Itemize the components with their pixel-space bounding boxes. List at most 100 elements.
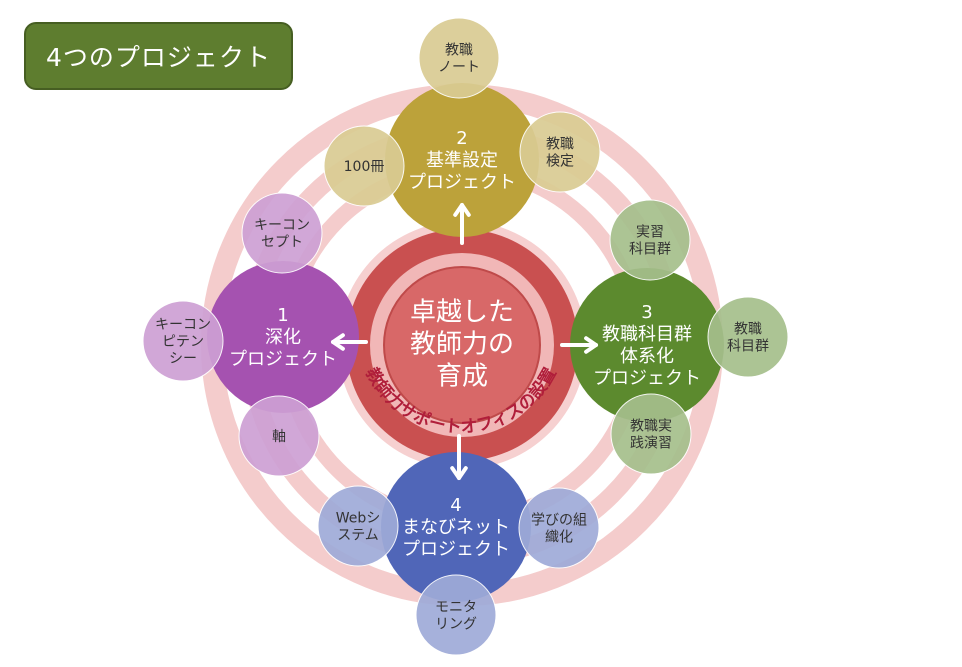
arrow <box>331 333 368 351</box>
satellite-circle <box>323 125 405 207</box>
satellite-label: 教職検定 <box>546 137 574 170</box>
arrow-head <box>450 466 468 480</box>
satellite: 教職ノート <box>418 17 500 99</box>
satellite: 教職科目群 <box>707 296 789 378</box>
project-label-line: 体系化 <box>620 346 674 367</box>
title-box: 4つのプロジェクト <box>24 22 293 90</box>
arrow <box>450 434 468 480</box>
satellite-circle <box>609 199 691 281</box>
project-label-line: まなびネット <box>402 517 510 538</box>
satellite: Webシステム <box>317 485 399 567</box>
project-number: 4 <box>450 495 461 516</box>
satellite-label-line: 教職 <box>546 137 574 153</box>
satellite-label-line: 学びの組 <box>531 513 587 529</box>
project-number: 1 <box>277 305 288 326</box>
satellite-label: 教職ノート <box>438 43 480 76</box>
project-number: 3 <box>641 302 652 323</box>
satellite: 100冊 <box>323 125 405 207</box>
satellite: キーコンセプト <box>241 192 323 274</box>
satellite-label-line: 実習 <box>636 225 664 241</box>
satellite-circle <box>610 393 692 475</box>
center-label-line: 育成 <box>436 361 488 391</box>
satellite-label: 軸 <box>272 429 286 445</box>
satellite-label-line: キーコン <box>254 218 310 234</box>
satellite-label-line: Webシ <box>336 511 381 527</box>
satellite-label-line: リング <box>435 617 477 633</box>
project-label-line: プロジェクト <box>408 172 516 193</box>
satellite-label-line: 軸 <box>272 429 286 445</box>
project-label-line: 深化 <box>265 327 301 348</box>
project-label-line: 教職科目群 <box>602 324 692 345</box>
satellite-circle <box>519 111 601 193</box>
satellite-circle <box>317 485 399 567</box>
satellite: 軸 <box>238 395 320 477</box>
project-circle <box>381 452 531 602</box>
satellite-label: 100冊 <box>344 159 385 175</box>
satellite-label-line: 科目群 <box>629 242 671 258</box>
satellite: 学びの組織化 <box>518 487 600 569</box>
satellite-label-line: 教職 <box>445 43 473 59</box>
satellite: キーコンピテンシー <box>142 300 224 382</box>
project-circle <box>207 261 359 413</box>
satellite-label-line: 践演習 <box>630 436 672 452</box>
project-label-line: プロジェクト <box>229 349 337 370</box>
satellite-label: 教職実践演習 <box>630 419 672 452</box>
arrow-head <box>331 333 345 351</box>
project-circle <box>385 83 539 237</box>
satellite: モニタリング <box>415 574 497 656</box>
project-label-line: プロジェクト <box>593 368 701 389</box>
project-label-line: プロジェクト <box>402 539 510 560</box>
satellite-label-line: 検定 <box>546 154 574 170</box>
satellite-label: Webシステム <box>336 511 381 544</box>
satellite-circle <box>418 17 500 99</box>
satellite-circle <box>241 192 323 274</box>
title-text: 4つのプロジェクト <box>46 43 271 72</box>
satellite-label: キーコンセプト <box>254 218 310 251</box>
arrow-head <box>584 336 598 354</box>
satellite-label-line: セプト <box>261 235 303 251</box>
project-circle <box>570 268 724 422</box>
satellite: 教職検定 <box>519 111 601 193</box>
satellite-label: モニタリング <box>435 600 477 633</box>
satellite-label-line: シー <box>169 351 197 367</box>
satellite-label: 実習科目群 <box>629 225 671 258</box>
satellite-label-line: モニタ <box>435 600 477 616</box>
satellite-label: 教職科目群 <box>727 322 769 355</box>
center-inner-circle <box>383 266 541 424</box>
center-label: 卓越した教師力の育成 <box>410 297 514 391</box>
arrow <box>453 203 471 245</box>
satellite-label-line: 織化 <box>545 530 573 546</box>
satellite-label-line: 100冊 <box>344 159 385 175</box>
arrow-head <box>453 203 471 217</box>
satellite: 教職実践演習 <box>610 393 692 475</box>
center-label-line: 教師力の <box>410 329 514 359</box>
satellite-label-line: キーコン <box>155 317 211 333</box>
satellite-label-line: 教職実 <box>630 419 672 435</box>
arrows <box>331 203 598 480</box>
satellite-label-line: 科目群 <box>727 339 769 355</box>
satellite-circle <box>707 296 789 378</box>
satellite-label: 学びの組織化 <box>531 513 587 546</box>
arrow <box>560 336 598 354</box>
satellite-circle <box>518 487 600 569</box>
satellite-label-line: ノート <box>438 60 480 76</box>
satellite-circle <box>142 300 224 382</box>
project-number: 2 <box>456 128 467 149</box>
satellite-circle <box>238 395 320 477</box>
satellite-label-line: 教職 <box>734 322 762 338</box>
satellite-circle <box>415 574 497 656</box>
center-label-line: 卓越した <box>410 297 514 327</box>
satellite: 実習科目群 <box>609 199 691 281</box>
satellite-label-line: ピテン <box>162 334 204 350</box>
